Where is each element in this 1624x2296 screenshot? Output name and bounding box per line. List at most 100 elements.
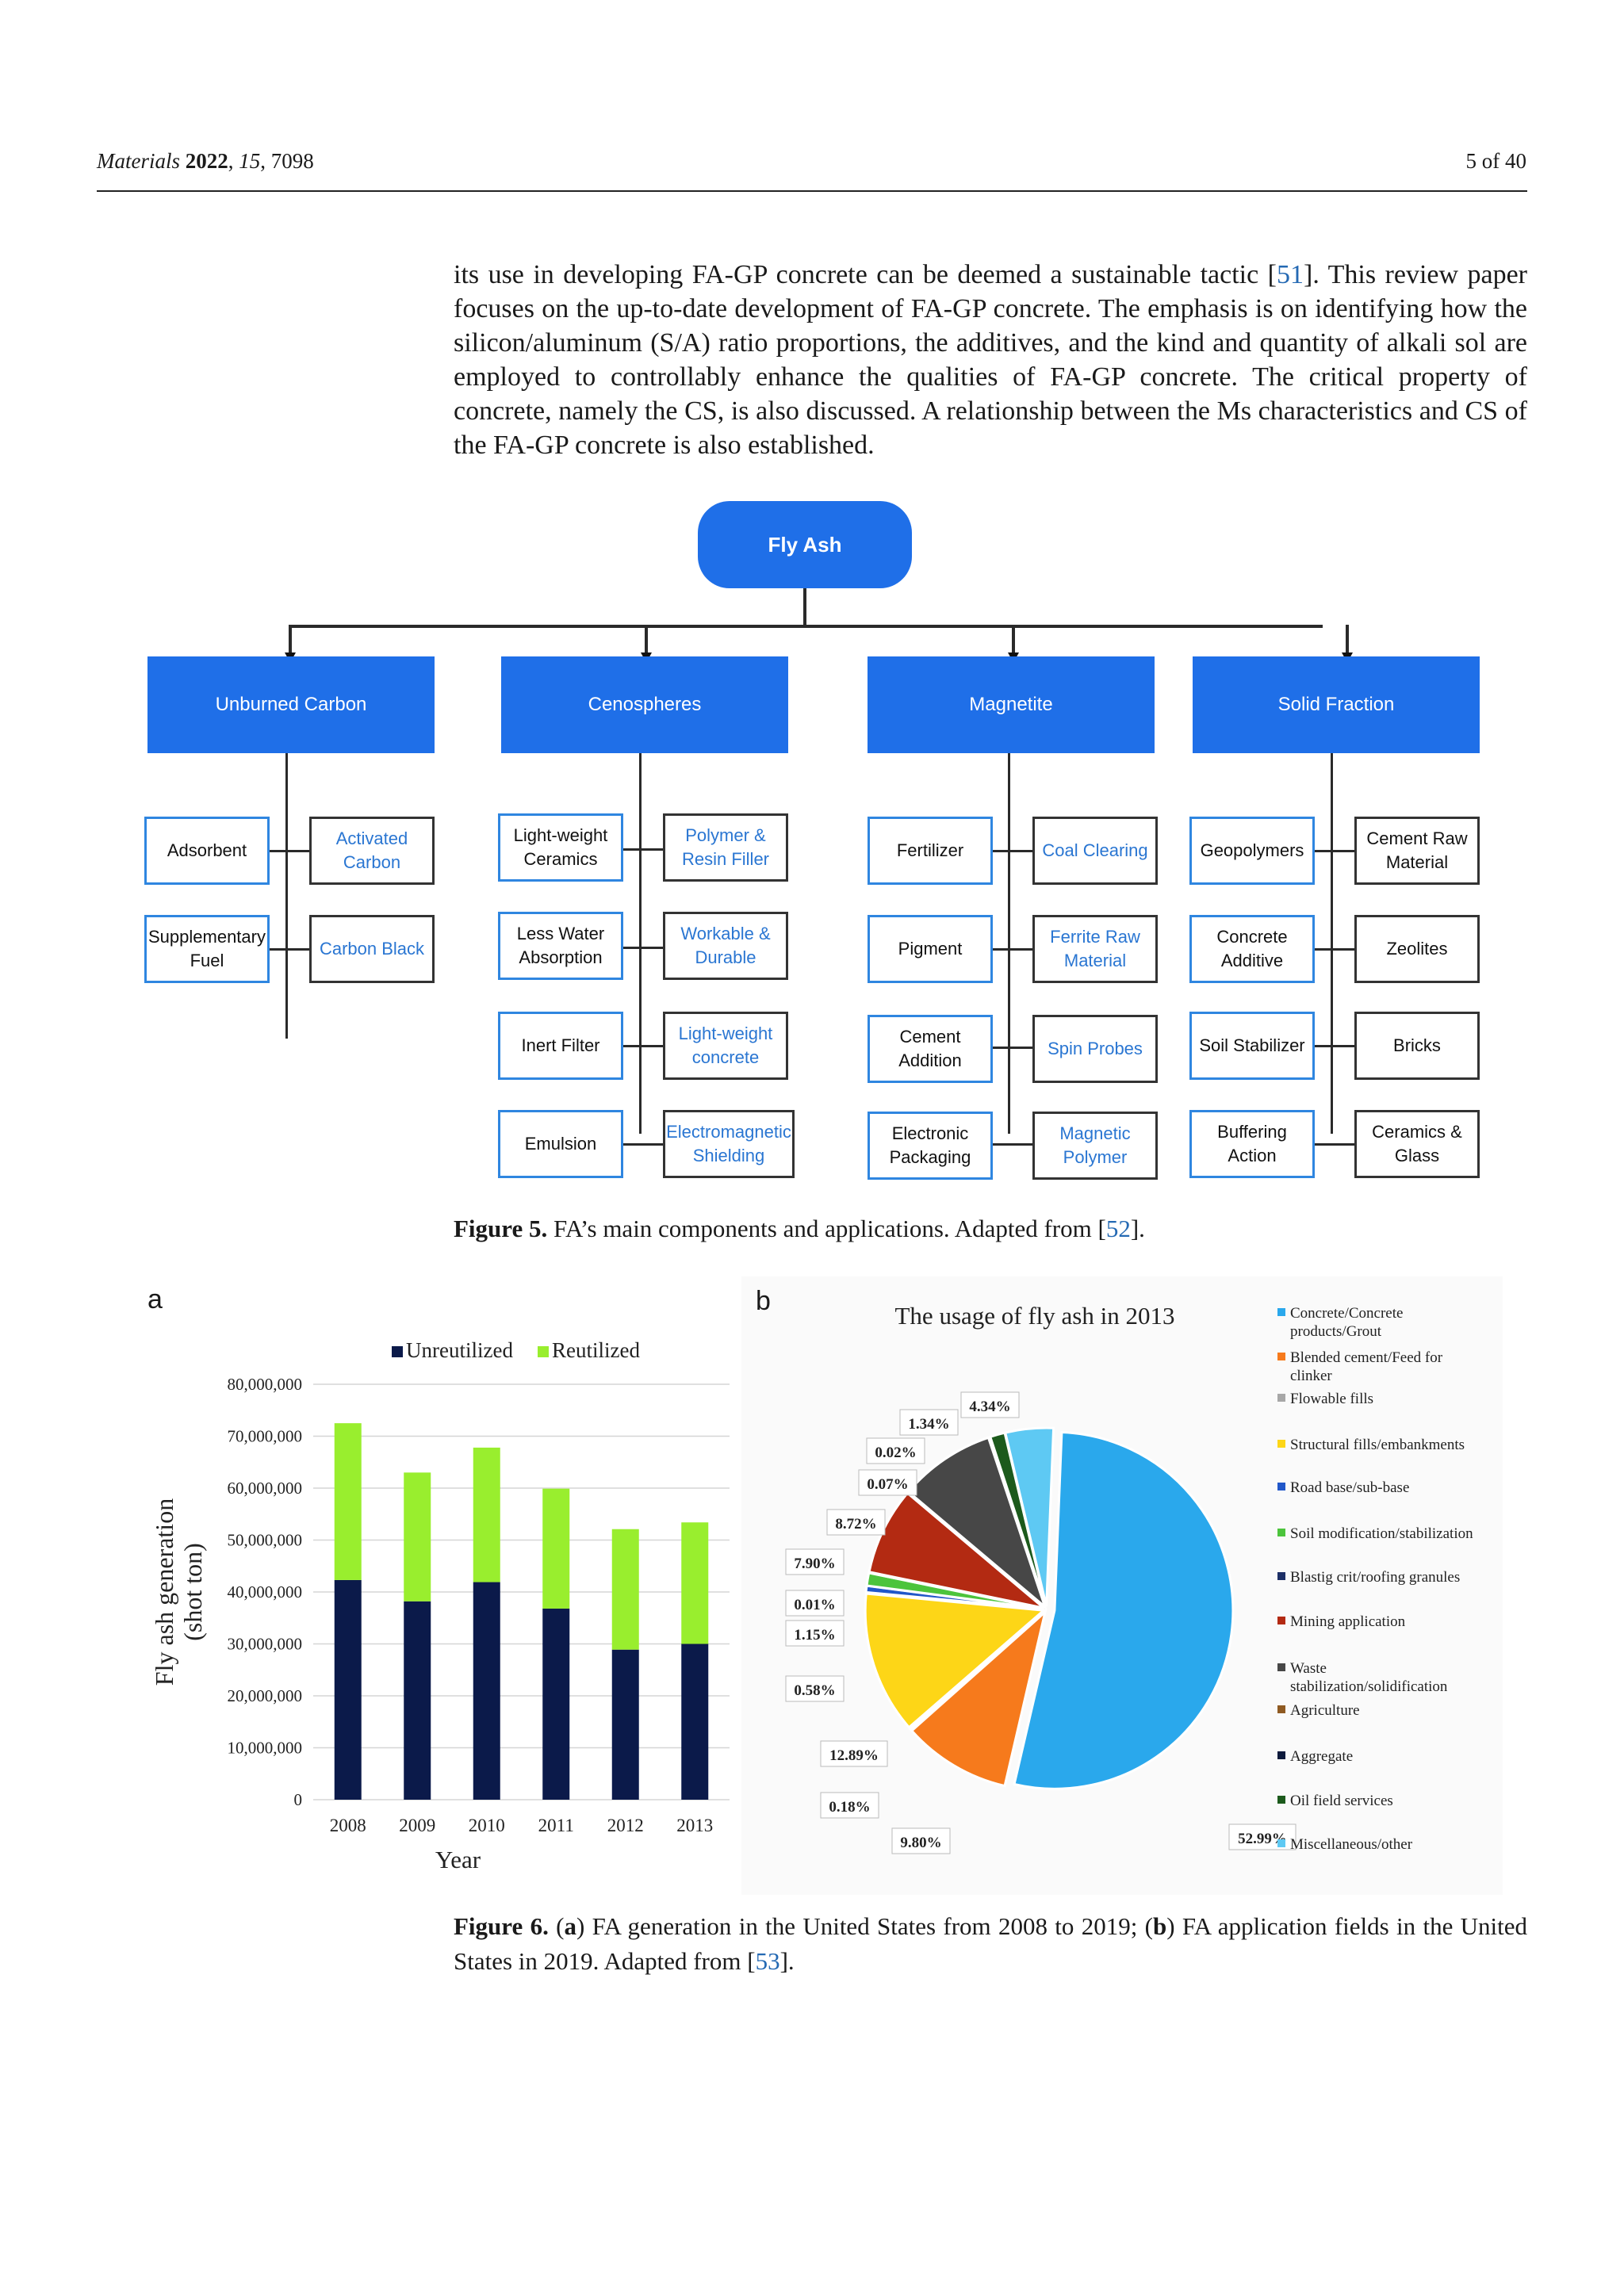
col4-connector-2 (1313, 948, 1361, 951)
y-tick-label: 0 (294, 1790, 303, 1809)
bar-segment (404, 1601, 431, 1800)
data-label: 1.15% (794, 1627, 835, 1644)
chart-a-svg: 010,000,00020,000,00030,000,00040,000,00… (150, 1338, 730, 1873)
bar-segment (681, 1522, 709, 1644)
bar-segment (542, 1608, 570, 1800)
app-polymer-resin-filler: Polymer & Resin Filler (663, 813, 788, 882)
bar-segment (334, 1423, 362, 1580)
pie-slice (1013, 1430, 1235, 1790)
category-magnetite: Magnetite (868, 656, 1155, 753)
data-label-box (891, 1827, 951, 1854)
app-geopolymers: Geopolymers (1189, 817, 1315, 885)
root-branch-line (289, 625, 1323, 628)
figure-6-text-1: ( (548, 1912, 565, 1940)
y-tick-label: 80,000,000 (228, 1375, 303, 1394)
legend-swatch (1277, 1705, 1285, 1713)
legend-swatch (1277, 1839, 1285, 1847)
figure-6-caption: Figure 6. (a) FA generation in the Unite… (454, 1909, 1527, 1979)
legend-label: Aggregate (1290, 1748, 1353, 1765)
col1-spine (285, 753, 288, 1039)
x-tick-label: 2012 (607, 1816, 644, 1835)
legend-label: Structural fills/embankments (1290, 1437, 1465, 1453)
root-node-fly-ash: Fly Ash (698, 501, 912, 588)
legend-label: Blastig crit/roofing granules (1290, 1569, 1460, 1586)
data-label: 8.72% (835, 1516, 876, 1533)
data-label: 9.80% (900, 1835, 941, 1851)
x-axis-label: Year (435, 1846, 481, 1873)
legend-swatch (1277, 1617, 1285, 1624)
app-coal-clearing: Coal Clearing (1032, 817, 1158, 885)
figure-6-text-end: ]. (779, 1947, 795, 1975)
y-axis-label: Fly ash generation(shot ton) (150, 1498, 207, 1686)
data-label: 0.18% (829, 1799, 870, 1816)
x-tick-label: 2008 (330, 1816, 366, 1835)
figure-6-text-3: ) FA application fields in the United St… (454, 1912, 1528, 1975)
app-light-weight-concrete: Light-weight concrete (663, 1012, 788, 1080)
col4-connector-3 (1313, 1045, 1361, 1047)
data-label-box (826, 1509, 886, 1536)
data-label-box (785, 1620, 845, 1647)
legend-swatch (1277, 1796, 1285, 1804)
legend-label: Unreutilized (406, 1338, 513, 1362)
app-magnetic-polymer: Magnetic Polymer (1032, 1112, 1158, 1180)
app-ceramics-glass: Ceramics & Glass (1354, 1110, 1480, 1178)
app-activated-carbon: Activated Carbon (309, 817, 435, 885)
app-inert-filter: Inert Filter (498, 1012, 623, 1080)
data-label: 52.99% (1238, 1831, 1287, 1847)
figure-5-text: FA’s main components and applications. A… (547, 1215, 1106, 1242)
data-label-box (785, 1675, 845, 1702)
panel-a-letter: a (147, 1284, 163, 1314)
data-label: 0.01% (794, 1597, 835, 1613)
article-number: 7098 (270, 149, 314, 173)
app-cement-raw-material: Cement Raw Material (1354, 817, 1480, 885)
app-zeolites: Zeolites (1354, 915, 1480, 983)
y-tick-label: 70,000,000 (228, 1427, 303, 1446)
legend-swatch (538, 1346, 549, 1357)
chart-b-title: The usage of fly ash in 2013 (895, 1302, 1175, 1330)
data-label: 7.90% (794, 1556, 835, 1572)
paragraph-text-2: ]. This review paper focuses on the up-t… (454, 260, 1527, 460)
bar-segment (542, 1488, 570, 1609)
figure-5-caption: Figure 5. FA’s main components and appli… (454, 1211, 1145, 1246)
x-tick-label: 2011 (538, 1816, 574, 1835)
data-label-box (899, 1409, 959, 1436)
app-adsorbent: Adsorbent (144, 817, 270, 885)
x-tick-label: 2013 (676, 1816, 713, 1835)
branch-stem-4 (1346, 625, 1349, 655)
col4-connector-1 (1313, 850, 1361, 852)
data-label: 4.34% (969, 1399, 1010, 1415)
legend-swatch (392, 1346, 403, 1357)
chart-b-svg: The usage of fly ash in 2013 52.99% 9.80% 0… (741, 1276, 1503, 1895)
app-buffering-action: Buffering Action (1189, 1110, 1315, 1178)
legend-label: Miscellaneous/other (1290, 1836, 1413, 1853)
header-rule (97, 190, 1527, 192)
figure-5-citation-link[interactable]: 52 (1105, 1215, 1131, 1242)
legend-swatch (1277, 1440, 1285, 1448)
journal-volume: 15 (239, 149, 261, 173)
col2-connector-4 (622, 1143, 669, 1146)
data-label: 12.89% (829, 1747, 879, 1764)
figure-6-text-2: ) FA generation in the United States fro… (576, 1912, 1153, 1940)
legend-swatch (1277, 1394, 1285, 1402)
legend-label: Reutilized (552, 1338, 640, 1362)
col2-connector-1 (622, 848, 669, 851)
y-tick-label: 10,000,000 (228, 1739, 303, 1758)
figure-6-citation-link[interactable]: 53 (755, 1947, 780, 1975)
app-soil-stabilizer: Soil Stabilizer (1189, 1012, 1315, 1080)
app-less-water-absorption: Less Water Absorption (498, 912, 623, 980)
col2-connector-2 (622, 947, 669, 949)
bar-segment (611, 1649, 639, 1800)
figure-6-a: a (564, 1912, 576, 1940)
legend-label: Agriculture (1290, 1702, 1360, 1719)
legend-label: Soil modification/stabilization (1290, 1525, 1473, 1542)
citation-link[interactable]: 51 (1277, 260, 1304, 289)
col4-spine (1331, 753, 1333, 1134)
category-unburned-carbon: Unburned Carbon (147, 656, 435, 753)
col2-connector-3 (622, 1045, 669, 1047)
bar-segment (334, 1579, 362, 1800)
y-tick-label: 30,000,000 (228, 1635, 303, 1654)
